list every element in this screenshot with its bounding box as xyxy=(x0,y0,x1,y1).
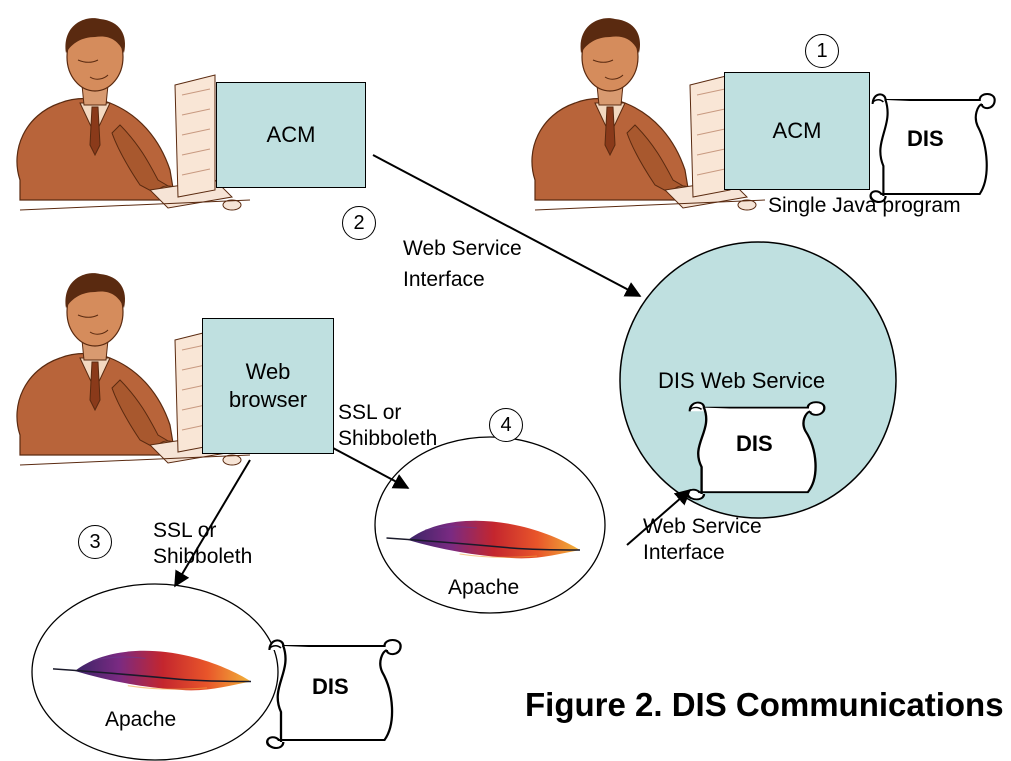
acm-box-top-right: ACM xyxy=(724,72,870,190)
apache-label-right: Apache xyxy=(448,576,520,599)
single-java-program-note: Single Java program xyxy=(768,194,961,217)
arrow-acm-to-service xyxy=(372,154,642,297)
dis-web-service-label: DIS Web Service xyxy=(658,368,826,393)
web-browser-label-line1: Web xyxy=(245,359,291,384)
dis-scroll-label-apache-left: DIS xyxy=(312,674,349,699)
ssl-shibboleth-label-right: SSL or Shibboleth xyxy=(338,401,438,450)
web-service-interface-label-bottom: Web Service Interface xyxy=(643,515,762,564)
apache-label-left: Apache xyxy=(105,708,177,731)
dis-scroll-label-service: DIS xyxy=(736,431,773,456)
figure-caption: Figure 2. DIS Communications xyxy=(525,686,1004,723)
step-number-1: 1 xyxy=(805,34,839,68)
dis-scroll-label-top-right: DIS xyxy=(907,126,944,151)
ssl-shibboleth-label-left: SSL or Shibboleth xyxy=(153,519,253,568)
step-number-4: 4 xyxy=(489,408,523,442)
web-browser-label-line2: browser xyxy=(228,387,308,412)
acm-box-top-left: ACM xyxy=(216,82,366,188)
dis-web-service-circle xyxy=(619,241,897,519)
step-number-3: 3 xyxy=(78,525,112,559)
step-number-2: 2 xyxy=(342,206,376,240)
arrow-browser-to-apache-left xyxy=(174,459,251,588)
web-browser-box: Web browser xyxy=(202,318,334,454)
arrow-apache-to-service xyxy=(626,488,692,546)
web-service-interface-label-top: Web Service Interface xyxy=(403,237,522,291)
acm-label: ACM xyxy=(772,118,822,143)
arrow-browser-to-apache-right xyxy=(332,447,410,489)
acm-label: ACM xyxy=(266,122,316,147)
